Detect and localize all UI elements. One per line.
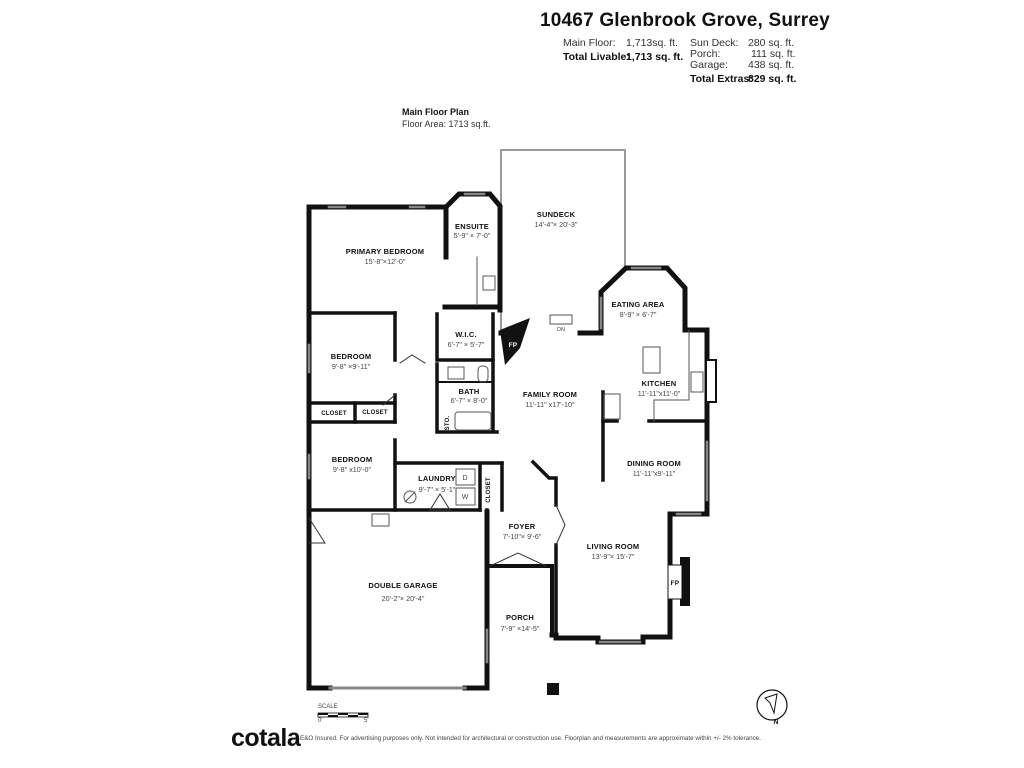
room-living-room-dims: 13'-9"× 15'-7" (592, 552, 635, 561)
garage-value: 438 sq. ft. (748, 59, 795, 71)
storage-label: STO. (445, 416, 451, 431)
room-bedroom-1-name: BEDROOM (331, 352, 372, 361)
room-dining-room-name: DINING ROOM (627, 459, 681, 468)
room-sundeck-name: SUNDECK (537, 210, 576, 219)
scale-end: 5' (364, 718, 369, 724)
plan-title: Main Floor Plan (402, 107, 470, 117)
room-wic-dims: 6'-7" × 5'-7" (448, 340, 485, 349)
porch-label: Porch: (690, 48, 721, 60)
room-bedroom-2-name: BEDROOM (332, 455, 373, 464)
room-family-room-name: FAMILY ROOM (523, 390, 577, 399)
room-bath-dims: 6'-7" × 8'-0" (451, 396, 488, 405)
room-double-garage-name: DOUBLE GARAGE (368, 581, 437, 590)
disclaimer-text: E&O Insured. For advertising purposes on… (300, 735, 762, 742)
closet-label-1: CLOSET (321, 411, 347, 417)
room-porch-name: PORCH (506, 613, 534, 622)
total-extras-value: 829 sq. ft. (748, 73, 797, 85)
total-extras-label: Total Extras: (690, 73, 753, 85)
dryer-label: D (462, 475, 467, 482)
room-foyer-dims: 7'-10"× 9'-6" (503, 532, 542, 541)
room-foyer-name: FOYER (509, 522, 536, 531)
room-ensuite-dims: 5'-9" × 7'-0" (454, 231, 491, 240)
property-address: 10467 Glenbrook Grove, Surrey (540, 10, 830, 31)
total-livable-value: 1,713 sq. ft. (626, 51, 684, 63)
room-kitchen-dims: 11'-11"x11'-0" (638, 389, 681, 398)
north-arrow-icon: N (756, 689, 788, 726)
room-wic-name: W.I.C. (455, 330, 477, 339)
room-laundry-name: LAUNDRY (418, 474, 456, 483)
room-double-garage-dims: 20'-2"× 20'-4" (382, 594, 425, 603)
total-livable-label: Total Livable: (563, 51, 630, 63)
room-eating-area-name: EATING AREA (611, 300, 664, 309)
room-living-room-name: LIVING ROOM (587, 542, 640, 551)
room-bath-name: BATH (458, 387, 479, 396)
compass-north-label: N (773, 719, 778, 726)
stairs-down-label: DN (557, 327, 565, 333)
closet-label-2: CLOSET (362, 410, 388, 416)
room-laundry-dims: 9'-7" × 5'-1" (419, 485, 456, 494)
scale-start: 0' (318, 718, 323, 724)
room-primary-bedroom-name: PRIMARY BEDROOM (346, 247, 424, 256)
porch-value: 111 sq. ft. (751, 48, 796, 60)
room-bedroom-1-dims: 9'-8" ×9'-11" (332, 362, 371, 371)
scale-bar (317, 712, 369, 718)
room-sundeck-dims: 14'-4"× 20'-3" (535, 220, 578, 229)
scale-label: SCALE (318, 704, 338, 710)
room-ensuite-name: ENSUITE (455, 222, 489, 231)
room-dining-room-dims: 11'-11"x9'-11" (633, 469, 676, 478)
main-floor-label: Main Floor: (563, 37, 616, 49)
room-kitchen-name: KITCHEN (642, 379, 677, 388)
fireplace-label-family: FP (509, 342, 518, 349)
sun-deck-value: 280 sq. ft. (748, 37, 795, 49)
room-labels: PRIMARY BEDROOM 15'-8"×12'-0" ENSUITE 5'… (321, 210, 681, 633)
room-porch-dims: 7'-9" ×14'-5" (501, 624, 540, 633)
room-eating-area-dims: 8'-9" × 6'-7" (620, 310, 657, 319)
sun-deck-label: Sun Deck: (690, 37, 739, 49)
washer-label: W (462, 494, 469, 501)
fireplace-label-living: FP (671, 580, 680, 587)
main-floor-value: 1,713sq. ft. (626, 37, 678, 49)
garage-label: Garage: (690, 59, 728, 71)
room-primary-bedroom-dims: 15'-8"×12'-0" (365, 257, 406, 266)
room-bedroom-2-dims: 9'-8" x10'-0" (333, 465, 372, 474)
plan-area: Floor Area: 1713 sq.ft. (402, 119, 491, 129)
plan-heading: Main Floor Plan Floor Area: 1713 sq.ft. (402, 106, 491, 130)
room-family-room-dims: 11'-11" x17'-10" (525, 400, 575, 409)
closet-label-laundry: CLOSET (486, 477, 492, 503)
cotala-logo: cotala (231, 724, 301, 752)
